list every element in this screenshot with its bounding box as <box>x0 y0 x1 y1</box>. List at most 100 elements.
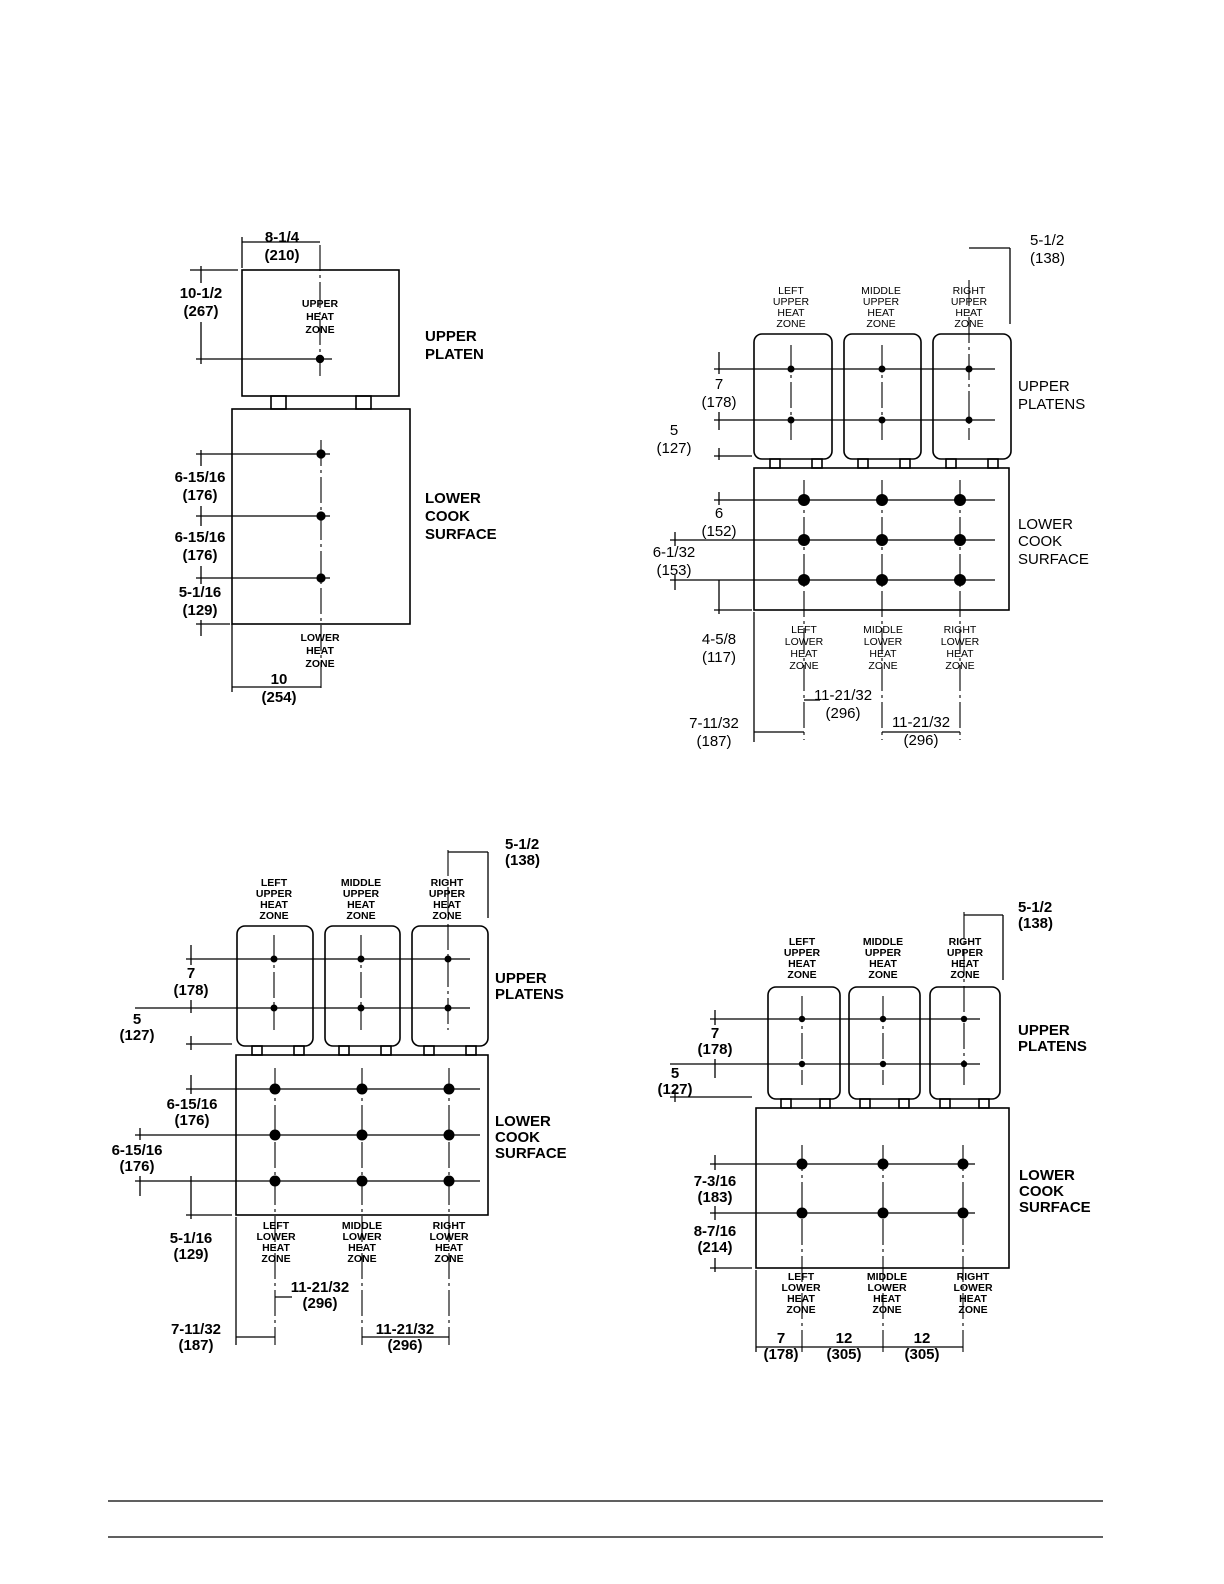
dim-lower-2: 6-15/16 <box>175 529 226 546</box>
dim-bottom-2-mm: (296) <box>302 1295 337 1312</box>
dim-bottom-2: 12 <box>836 1330 853 1347</box>
zone-label: HEAT <box>787 1293 815 1305</box>
zone-label: ZONE <box>958 1304 987 1316</box>
zone-label: HEAT <box>951 958 979 970</box>
dim-upper-1-mm: (178) <box>173 982 208 999</box>
zone-label: LEFT <box>261 877 288 889</box>
zone-label: UPPER <box>773 296 810 308</box>
dim-top-right-mm: (138) <box>1018 915 1053 932</box>
upper-platen-middle <box>848 986 921 1100</box>
zone-label: ZONE <box>945 660 974 672</box>
dim-lower-1: 6-15/16 <box>167 1096 218 1113</box>
dim-upper-2-mm: (127) <box>657 1081 692 1098</box>
dim-top-right-mm: (138) <box>505 852 540 869</box>
zone-label: UPPER <box>343 888 380 900</box>
zone-label: HEAT <box>873 1293 901 1305</box>
zone-label: ZONE <box>305 324 334 336</box>
zone-label: LEFT <box>788 1271 815 1283</box>
zone-label: HEAT <box>869 958 897 970</box>
platen-arm <box>355 395 372 410</box>
dim-height-upper: 10-1/2 <box>180 285 223 302</box>
zone-label: UPPER <box>865 947 902 959</box>
upper-platen-middle <box>324 925 401 1047</box>
label-lower-cook-surface: LOWER <box>425 490 481 507</box>
dim-bottom-2-mm: (296) <box>825 705 860 722</box>
label-upper-platen: UPPER <box>425 328 477 345</box>
dim-lower-1-mm: (176) <box>182 487 217 504</box>
lower-heat-zone-marker <box>316 573 326 583</box>
zone-label: HEAT <box>306 645 334 657</box>
zone-label: MIDDLE <box>863 624 903 636</box>
dim-width-upper-mm: (210) <box>264 247 299 264</box>
upper-platen-middle <box>843 333 922 460</box>
zone-label: ZONE <box>868 660 897 672</box>
dim-bottom-2-mm: (305) <box>826 1346 861 1363</box>
zone-label: LOWER <box>256 1231 295 1243</box>
label-lower-cook-surface: SURFACE <box>425 526 497 543</box>
zone-label: RIGHT <box>957 1271 990 1283</box>
dim-bottom-1-mm: (187) <box>696 733 731 750</box>
dim-lower-1: 6-15/16 <box>175 469 226 486</box>
zone-label: UPPER <box>951 296 988 308</box>
zone-label: HEAT <box>433 899 461 911</box>
label-upper-platens: UPPER <box>495 970 547 987</box>
zone-label: ZONE <box>259 910 288 922</box>
zone-label: HEAT <box>777 307 805 319</box>
zone-label: LOWER <box>342 1231 381 1243</box>
dim-bottom-3: 11-21/32 <box>376 1321 434 1338</box>
zone-label: LEFT <box>263 1220 290 1232</box>
upper-platen-left <box>236 925 314 1047</box>
zone-label: HEAT <box>959 1293 987 1305</box>
zone-label: UPPER <box>947 947 984 959</box>
zone-label: RIGHT <box>433 1220 466 1232</box>
zone-label: MIDDLE <box>863 936 903 948</box>
zone-label: HEAT <box>435 1242 463 1254</box>
dim-bottom-1: 7-11/32 <box>689 715 739 732</box>
dim-lower-1-mm: (152) <box>701 523 736 540</box>
dim-bottom-2: 11-21/32 <box>814 687 872 704</box>
platen-arm <box>270 395 287 410</box>
label-lower-cook-surface: LOWER <box>1019 1167 1075 1184</box>
dim-lower-3: 5-1/16 <box>170 1230 213 1247</box>
label-lower-cook-surface: COOK <box>1019 1183 1064 1200</box>
dim-lower-3: 5-1/16 <box>179 584 222 601</box>
zone-label: ZONE <box>789 660 818 672</box>
label-upper-platens: PLATENS <box>1018 396 1085 413</box>
lower-heat-zone-marker <box>316 449 326 459</box>
label-upper-platen: PLATEN <box>425 346 484 363</box>
label-lower-cook-surface: SURFACE <box>1019 1199 1091 1216</box>
upper-platen-right <box>932 333 1012 460</box>
dim-lower-3: 4-5/8 <box>702 631 736 648</box>
zone-label: ZONE <box>434 1253 463 1265</box>
upper-platen-right <box>411 925 489 1047</box>
dim-upper-2: 5 <box>671 1065 679 1082</box>
zone-label: HEAT <box>262 1242 290 1254</box>
zone-label: UPPER <box>302 298 339 310</box>
zone-label: LEFT <box>791 624 817 636</box>
dim-bottom-3-mm: (296) <box>387 1337 422 1354</box>
zone-label: HEAT <box>347 899 375 911</box>
zone-label: RIGHT <box>431 877 464 889</box>
dim-upper-2-mm: (127) <box>656 440 691 457</box>
dim-top-right: 5-1/2 <box>1030 232 1064 249</box>
dim-lower-2: 6-15/16 <box>112 1142 163 1159</box>
dim-bottom: 10 <box>271 671 288 688</box>
label-upper-platens: PLATENS <box>1018 1038 1087 1055</box>
label-lower-cook-surface: SURFACE <box>1018 551 1089 568</box>
zone-label: LOWER <box>867 1282 906 1294</box>
zone-label: RIGHT <box>944 624 977 636</box>
upper-platen-right <box>929 986 1001 1100</box>
zone-label: LOWER <box>781 1282 820 1294</box>
label-lower-cook-surface: COOK <box>425 508 470 525</box>
zone-label: ZONE <box>866 318 895 330</box>
dim-width-upper: 8-1/4 <box>265 229 300 246</box>
label-lower-cook-surface: COOK <box>495 1129 540 1146</box>
dim-bottom-3-mm: (305) <box>904 1346 939 1363</box>
label-upper-platens: UPPER <box>1018 1022 1070 1039</box>
zone-label: ZONE <box>868 969 897 981</box>
zone-label: UPPER <box>784 947 821 959</box>
zone-label: HEAT <box>260 899 288 911</box>
upper-platen-left <box>767 986 841 1100</box>
label-upper-platens: PLATENS <box>495 986 564 1003</box>
